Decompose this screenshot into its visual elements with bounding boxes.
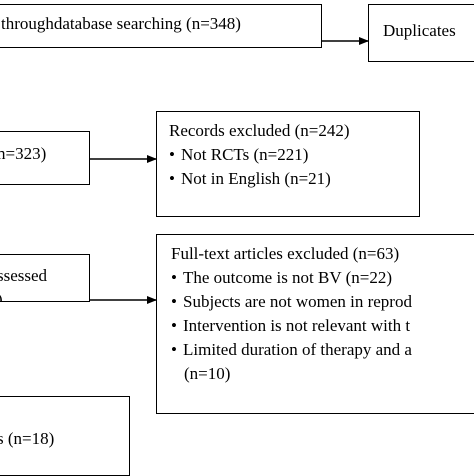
records-excluded-item: •Not RCTs (n=221) bbox=[169, 143, 419, 167]
fulltext-excluded-item: •Intervention is not relevant with t bbox=[171, 314, 474, 338]
screened-text: n=323) bbox=[0, 144, 47, 163]
identification-text: throughdatabase searching (n=348) bbox=[1, 14, 241, 33]
screened-box: n=323) bbox=[0, 131, 90, 185]
records-excluded-item: •Not in English (n=21) bbox=[169, 167, 419, 191]
bullet-icon: • bbox=[169, 145, 175, 164]
assessed-box: ssessed ) bbox=[0, 254, 90, 302]
assessed-line: ssessed bbox=[0, 266, 48, 285]
duplicates-text: Duplicates bbox=[383, 21, 456, 40]
fulltext-excluded-item: •Limited duration of therapy and a bbox=[171, 338, 474, 362]
fulltext-excluded-item: •The outcome is not BV (n=22) bbox=[171, 266, 474, 290]
bullet-icon: • bbox=[171, 316, 177, 335]
fulltext-excluded-item: •Subjects are not women in reprod bbox=[171, 290, 474, 314]
included-text: s (n=18) bbox=[0, 429, 55, 448]
bullet-icon: • bbox=[171, 340, 177, 359]
bullet-icon: • bbox=[171, 268, 177, 287]
identification-box: throughdatabase searching (n=348) bbox=[0, 4, 322, 48]
fulltext-excluded-continuation: (n=10) bbox=[184, 364, 231, 383]
records-excluded-box: Records excluded (n=242) •Not RCTs (n=22… bbox=[156, 111, 420, 217]
fulltext-excluded-title: Full-text articles excluded (n=63) bbox=[171, 244, 400, 263]
duplicates-box: Duplicates bbox=[368, 4, 474, 62]
records-excluded-title: Records excluded (n=242) bbox=[169, 121, 350, 140]
bullet-icon: • bbox=[171, 292, 177, 311]
assessed-line: ) bbox=[0, 288, 89, 301]
bullet-icon: • bbox=[169, 169, 175, 188]
fulltext-excluded-box: Full-text articles excluded (n=63) •The … bbox=[156, 234, 474, 414]
included-box: s (n=18) bbox=[0, 396, 130, 476]
